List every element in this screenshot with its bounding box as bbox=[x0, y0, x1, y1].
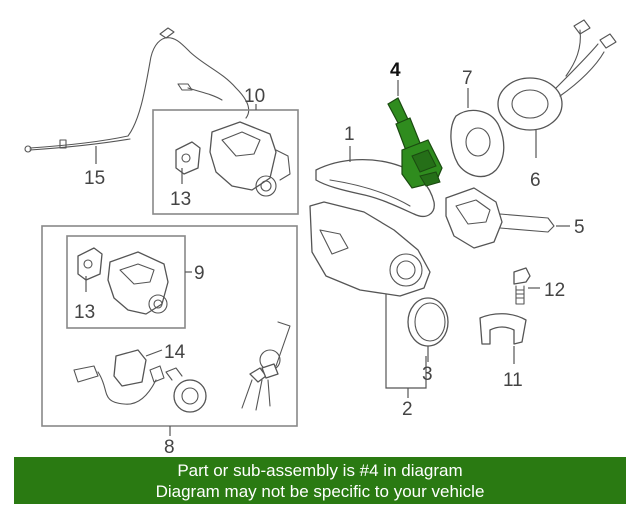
callout-4: 4 bbox=[390, 60, 401, 81]
part-10-lock-housing[interactable] bbox=[209, 121, 291, 197]
part-11-bracket[interactable] bbox=[479, 313, 527, 345]
callout-12: 12 bbox=[544, 280, 565, 301]
callout-8: 8 bbox=[164, 437, 175, 458]
key-set[interactable] bbox=[241, 321, 291, 411]
banner-line-2: Diagram may not be specific to your vehi… bbox=[155, 482, 485, 501]
callout-6: 6 bbox=[530, 170, 541, 191]
group-box-10 bbox=[152, 109, 299, 215]
part-4-combination-switch[interactable] bbox=[387, 97, 443, 189]
part-9-lock-housing[interactable] bbox=[107, 251, 169, 315]
callout-5: 5 bbox=[574, 217, 585, 238]
callout-3: 3 bbox=[422, 364, 433, 385]
ignition-cylinder[interactable] bbox=[165, 367, 207, 413]
callout-9: 9 bbox=[194, 263, 205, 284]
banner-line-1: Part or sub-assembly is #4 in diagram bbox=[177, 461, 463, 480]
part-13-cylinder-a[interactable] bbox=[175, 141, 201, 175]
leader-2 bbox=[385, 294, 427, 389]
callout-7: 7 bbox=[462, 68, 473, 89]
callout-15: 15 bbox=[84, 168, 105, 189]
part-13-cylinder-b[interactable] bbox=[77, 247, 103, 281]
part-2-lower-cover[interactable] bbox=[309, 201, 431, 297]
callout-13-upper: 13 bbox=[170, 189, 191, 210]
callout-13-lower: 13 bbox=[74, 302, 95, 323]
part-5-wiper-switch[interactable] bbox=[445, 187, 555, 249]
part-14-switch[interactable] bbox=[73, 349, 165, 405]
callout-14: 14 bbox=[164, 342, 186, 363]
callout-1: 1 bbox=[344, 124, 355, 145]
callout-10: 10 bbox=[244, 86, 265, 107]
group-box-9 bbox=[66, 235, 186, 329]
info-banner: Part or sub-assembly is #4 in diagram Di… bbox=[14, 457, 626, 504]
part-6-clock-spring[interactable] bbox=[497, 19, 617, 131]
part-12-bolt[interactable] bbox=[513, 267, 531, 305]
callout-2: 2 bbox=[402, 399, 413, 420]
part-15-cable[interactable] bbox=[24, 27, 250, 153]
part-3-ring[interactable] bbox=[407, 297, 449, 347]
part-7-angle-sensor[interactable] bbox=[450, 109, 505, 178]
callout-11: 11 bbox=[503, 370, 523, 391]
